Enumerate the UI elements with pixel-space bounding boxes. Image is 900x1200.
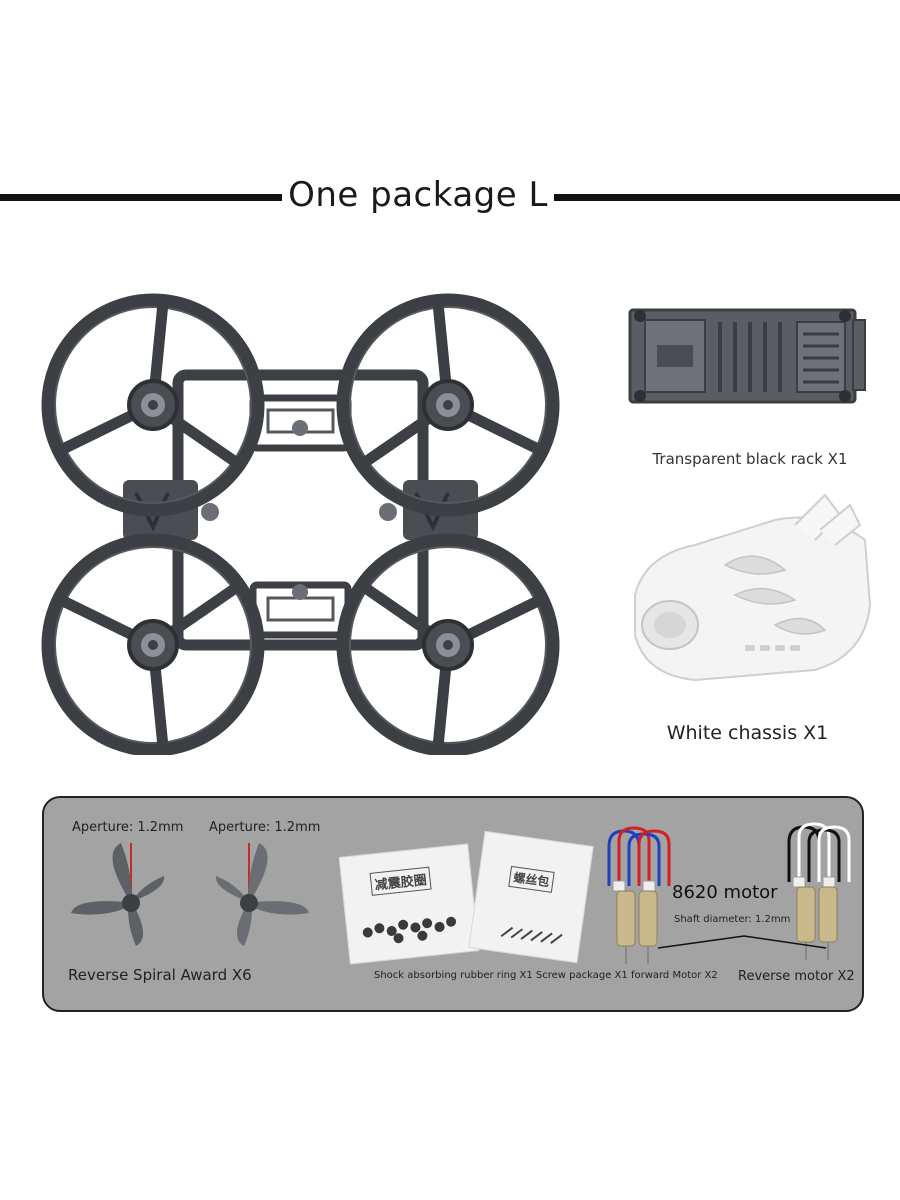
reverse-motors-image [787, 822, 851, 960]
drone-frame-image [28, 280, 573, 755]
propeller-label: Reverse Spiral Award X6 [68, 966, 252, 984]
motor-title: 8620 motor [672, 882, 778, 903]
middle-items-label: Shock absorbing rubber ring X1 Screw pac… [374, 970, 718, 981]
screw-bag-text: 螺丝包 [508, 865, 555, 893]
screws-icon [500, 926, 563, 944]
accessories-panel: Aperture: 1.2mm Aperture: 1.2mm Reverse … [42, 796, 864, 1012]
title-rule-left [0, 194, 282, 201]
aperture-label-2: Aperture: 1.2mm [209, 820, 321, 835]
rubber-rings-icon [362, 916, 457, 944]
reverse-motor-label: Reverse motor X2 [738, 969, 855, 984]
rack-image [628, 308, 866, 404]
forward-motors-image [607, 826, 671, 964]
rubber-ring-bag: 减震胶圈 [338, 843, 480, 965]
shaft-diameter-label: Shaft diameter: 1.2mm [674, 914, 791, 925]
rack-label: Transparent black rack X1 [652, 450, 848, 468]
rubber-ring-bag-text: 减震胶圈 [369, 866, 432, 896]
title-rule-right [554, 194, 900, 201]
propeller-right-image [215, 843, 309, 946]
aperture-label-1: Aperture: 1.2mm [72, 820, 184, 835]
screw-bag: 螺丝包 [468, 830, 594, 964]
shaft-pointer-lines [657, 935, 827, 949]
page-title: One package L [288, 175, 548, 215]
title-bar: One package L [0, 175, 900, 225]
propeller-left-image [71, 843, 165, 946]
chassis-label: White chassis X1 [666, 722, 829, 744]
chassis-image [634, 493, 872, 682]
